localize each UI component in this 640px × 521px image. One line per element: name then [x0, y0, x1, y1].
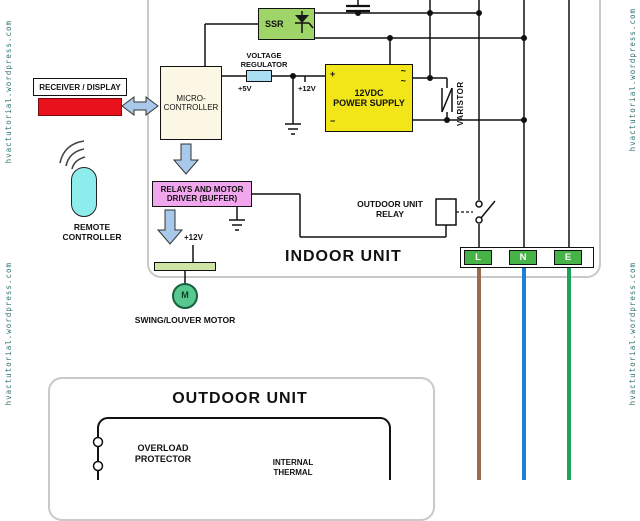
relays-driver-box: RELAYS AND MOTOR DRIVER (BUFFER) — [152, 181, 252, 207]
minus-mark: − — [330, 116, 336, 126]
plus-mark: + — [330, 69, 336, 79]
watermark-text-right-bottom: hvactutorial.wordpress.com — [628, 262, 637, 406]
micro-controller-box: MICRO- CONTROLLER — [160, 66, 222, 140]
overload-protector-text: OVERLOAD — [137, 443, 189, 453]
relay-coil — [435, 198, 473, 226]
micro-controller-text: MICRO- — [176, 94, 206, 103]
receiver-display-text: RECEIVER / DISPLAY — [39, 82, 121, 92]
receiver-display-label: RECEIVER / DISPLAY — [33, 78, 127, 96]
voltage-regulator-box — [246, 70, 272, 82]
receiver-display-bar — [38, 98, 122, 116]
outdoor-relay-label: OUTDOOR UNIT RELAY — [348, 199, 432, 219]
watermark-text-left-bottom: hvactutorial.wordpress.com — [4, 262, 13, 406]
terminal-l: L — [464, 249, 492, 265]
voltage-regulator-text2: REGULATOR — [240, 60, 288, 69]
ac-mark-2: ~ — [400, 76, 406, 86]
terminal-e: E — [554, 249, 582, 265]
rail-5v-label: +5V — [238, 84, 252, 93]
remote-controller-body — [71, 167, 97, 217]
ac-mark-1: ~ — [400, 66, 406, 76]
varistor-label: VARISTOR — [456, 81, 465, 126]
rail-12v-label: +12V — [298, 84, 316, 93]
power-supply-text: 12VDC — [354, 88, 384, 98]
internal-thermal-text: INTERNAL — [272, 458, 314, 467]
swing-motor-circle — [172, 283, 198, 309]
power-supply-box: 12VDC POWER SUPPLY ~ ~ + − — [325, 64, 413, 132]
motor-12v-label: +12V — [184, 233, 203, 242]
terminal-n: N — [509, 249, 537, 265]
relay-switch — [475, 200, 496, 224]
bidirectional-arrow-icon — [121, 96, 159, 116]
relays-driver-text2: DRIVER (BUFFER) — [166, 194, 238, 203]
power-supply-text2: POWER SUPPLY — [333, 98, 405, 108]
remote-controller-label: REMOTE CONTROLLER — [50, 222, 134, 242]
compressor-outline — [92, 417, 391, 480]
remote-controller-text: REMOTE — [73, 222, 111, 232]
schematic-page: { "watermark": { "text": "hvactutorial.w… — [4, 0, 637, 521]
voltage-regulator-text: VOLTAGE — [246, 51, 282, 60]
terminal-strip: L N E — [460, 247, 594, 268]
varistor-symbol — [413, 77, 524, 121]
junction-dots — [290, 10, 527, 123]
indoor-unit-panel — [147, 0, 601, 278]
motor-mount-bar — [154, 262, 216, 271]
down-arrow-icon-2 — [156, 209, 184, 245]
wiring-layer — [59, 0, 571, 480]
voltage-regulator-label: VOLTAGE REGULATOR — [226, 51, 302, 69]
relays-driver-text: RELAYS AND MOTOR — [160, 185, 244, 194]
remote-controller-text2: CONTROLLER — [62, 232, 122, 243]
motor-letter: M — [181, 290, 189, 300]
control-wires — [184, 23, 447, 284]
outdoor-relay-text: OUTDOOR UNIT — [357, 199, 423, 209]
ssr-box: SSR — [258, 8, 315, 40]
ground-symbol-2 — [229, 207, 245, 231]
outdoor-unit-title: OUTDOOR UNIT — [172, 390, 308, 407]
internal-thermal-text2: THERMAL — [273, 467, 313, 477]
remote-signal-icon — [59, 140, 86, 170]
watermark-text-right-top: hvactutorial.wordpress.com — [628, 8, 637, 152]
internal-thermal-label: INTERNAL THERMAL — [256, 458, 330, 477]
down-arrow-icon-1 — [172, 143, 200, 175]
ground-symbol-1 — [285, 76, 301, 135]
ssr-text: SSR — [265, 19, 284, 29]
mains-wires — [315, 0, 570, 248]
indoor-unit-title: INDOOR UNIT — [285, 248, 402, 265]
micro-controller-text2: CONTROLLER — [163, 103, 219, 112]
swing-motor-label: SWING/LOUVER MOTOR — [134, 315, 236, 325]
overload-protector-text2: PROTECTOR — [134, 453, 192, 464]
watermark-text-left-top: hvactutorial.wordpress.com — [4, 20, 13, 164]
overload-protector-label: OVERLOAD PROTECTOR — [113, 443, 213, 465]
outdoor-relay-text2: RELAY — [375, 209, 405, 220]
